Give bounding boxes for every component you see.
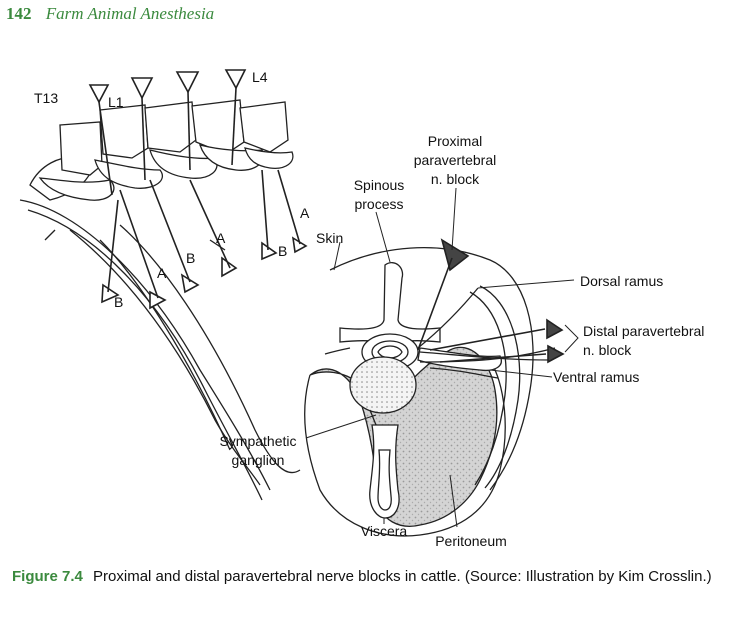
page-number: 142 (6, 4, 32, 23)
label-b-2: B (186, 250, 195, 266)
proximal-block-label-1: Proximal (428, 133, 482, 149)
book-title: Farm Animal Anesthesia (45, 4, 215, 23)
figure-caption-text: Proximal and distal paravertebral nerve … (93, 568, 712, 585)
sympathetic-ganglion-label-1: Sympathetic (219, 433, 296, 449)
viscera-label: Viscera (361, 523, 408, 539)
label-b-3: B (114, 294, 123, 310)
figure-number: Figure 7.4 (12, 568, 83, 585)
needles (88, 69, 308, 310)
label-a-1: A (300, 205, 310, 221)
label-a-3: A (157, 265, 167, 281)
cross-section-drawing (304, 247, 556, 537)
sympathetic-ganglion-label-2: ganglion (232, 452, 285, 468)
page-header: 142 Farm Animal Anesthesia (6, 4, 214, 24)
leader-lines (305, 187, 579, 528)
ventral-ramus-label: Ventral ramus (553, 369, 639, 385)
distal-block-label-1: Distal paravertebral (583, 323, 704, 339)
spinous-process-label-2: process (354, 196, 403, 212)
peritoneum-label: Peritoneum (435, 533, 507, 549)
dorsal-ramus-label: Dorsal ramus (580, 273, 663, 289)
figure-caption: Figure 7.4 Proximal and distal paraverte… (12, 568, 732, 586)
lumbar-spine-drawing (19, 99, 301, 501)
l4-label: L4 (252, 69, 268, 85)
t13-label: T13 (34, 90, 58, 106)
spinous-process-label-1: Spinous (354, 177, 405, 193)
l1-label: L1 (108, 94, 124, 110)
paravertebral-block-illustration: T13 L1 L4 A A A B B B (19, 69, 704, 549)
skin-label: Skin (316, 230, 343, 246)
distal-block-label-2: n. block (583, 342, 632, 358)
label-b-1: B (278, 243, 287, 259)
label-a-2: A (216, 230, 226, 246)
proximal-block-label-3: n. block (431, 171, 480, 187)
proximal-block-label-2: paravertebral (414, 152, 497, 168)
cross-section-needles (417, 238, 565, 364)
